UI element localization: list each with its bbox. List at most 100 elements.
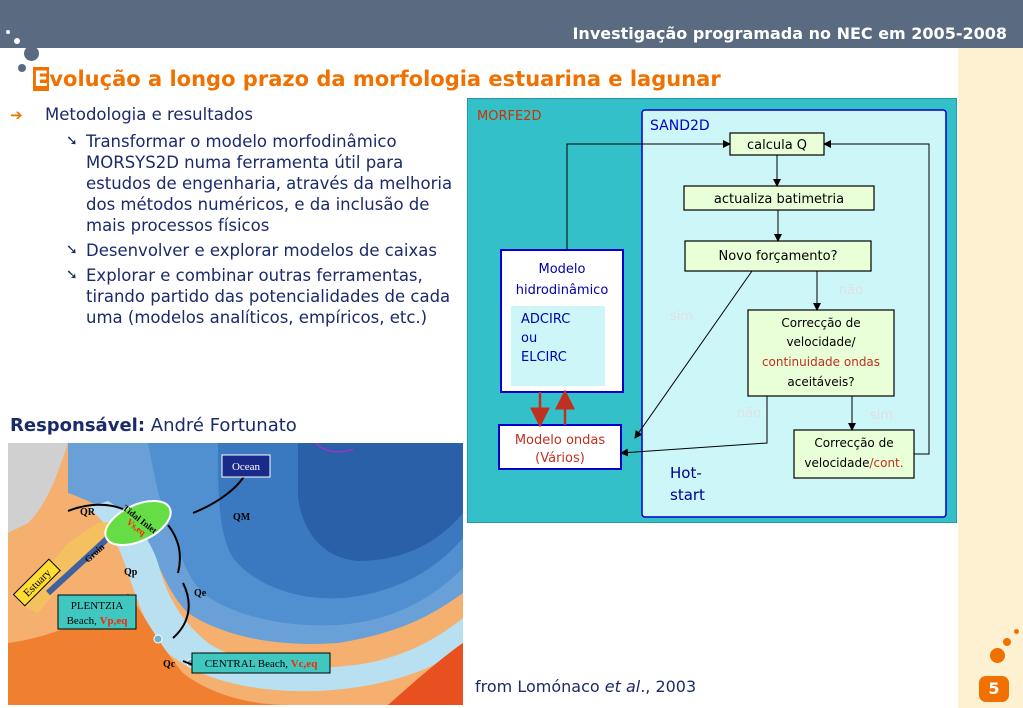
decor-dot (990, 648, 1005, 663)
sub-bullet: ➘ Explorar e combinar outras ferramentas… (10, 265, 470, 328)
correccao1-l4: aceitáveis? (787, 375, 854, 389)
sub-arrow-icon: ➘ (66, 242, 78, 258)
decor-dot (14, 38, 20, 44)
map-sea-deepest (298, 443, 463, 561)
title-first-letter: E (33, 67, 50, 91)
modelo-hidro-l2: hidrodinâmico (516, 283, 609, 298)
correccao2-l2a: velocidade (804, 456, 869, 470)
beach-marker (153, 634, 163, 644)
qc-label: Qc (163, 659, 176, 670)
correccao1-l3: continuidade ondas (762, 355, 880, 369)
adcirc-label: ADCIRC (521, 312, 570, 327)
sim2-label: sim (870, 408, 893, 423)
qe-label: Qe (194, 588, 207, 599)
plentzia-beach-text: Beach, (67, 615, 100, 627)
groin-line (45, 535, 111, 596)
estuary-map-image: Ocean QR QM Qp Qe Qc Estuary Groin Tidal… (8, 443, 463, 705)
sub-bullet-text: Desenvolver e explorar modelos de caixas (86, 241, 437, 260)
sand2d-label: SAND2D (650, 118, 710, 134)
nao2-label: não (737, 406, 761, 421)
sim1-label: sim (670, 309, 693, 324)
correccao1-box (747, 309, 895, 397)
modelo-ondas-l2: (Vários) (535, 451, 585, 466)
decor-dot (6, 30, 10, 34)
decor-dot (1003, 638, 1011, 646)
arrow-bullet-icon: ➔ (10, 106, 23, 124)
morfe2d-label: MORFE2D (477, 109, 541, 124)
map-shallow-band (88, 501, 463, 692)
correccao1-l2: velocidade/ (786, 335, 856, 349)
decor-dot (18, 64, 26, 72)
ocean-label: Ocean (232, 461, 261, 473)
plentzia-label: PLENTZIA (71, 600, 124, 612)
novo-label: Novo forçamento? (718, 249, 837, 264)
sub-arrow-icon: ➘ (66, 133, 78, 149)
connector-arrow (634, 270, 753, 439)
elcirc-label: ELCIRC (521, 350, 567, 365)
actualiza-box (683, 185, 875, 211)
responsible-label: Responsável: (10, 415, 146, 436)
nao1-label: não (839, 283, 863, 298)
responsible-line: Responsável: André Fortunato (10, 415, 297, 436)
map-land-south (8, 593, 288, 705)
correccao1-l1: Correcção de (781, 316, 860, 330)
sub-bullet: ➘ Desenvolver e explorar modelos de caix… (10, 240, 470, 261)
estuary-label-box (12, 558, 61, 607)
qp-label: Qp (124, 567, 138, 578)
qr-label: QR (80, 507, 96, 518)
correccao2-l2b: /cont. (869, 456, 903, 470)
estuary-channel (18, 521, 118, 613)
qr-arrow (67, 503, 124, 512)
actualiza-label: actualiza batimetria (714, 192, 844, 207)
plentzia-beach-label: Beach, Vp,eq (67, 615, 129, 627)
sub-bullet-text: Explorar e combinar outras ferramentas, … (86, 266, 451, 327)
ocean-label-box (221, 454, 271, 478)
slide-title: Evolução a longo prazo da morfologia est… (33, 67, 721, 91)
modelo-ondas-box (498, 424, 622, 470)
purple-contour (315, 443, 354, 453)
correccao2-l2: velocidade/cont. (804, 456, 903, 470)
header-title: Investigação programada no NEC em 2005-2… (572, 24, 1007, 43)
novo-box (684, 240, 872, 272)
bullet-list: ➔ Metodologia e resultados ➘ Transformar… (10, 104, 470, 332)
tidal-inlet-ellipse (104, 499, 172, 547)
plentzia-veq: Vp,eq (100, 615, 129, 627)
modelo-ondas-l1: Modelo ondas (515, 433, 606, 448)
right-decor-strip (958, 48, 1023, 708)
decor-dot (1014, 629, 1019, 634)
sub-bullet-text: Transformar o modelo morfodinâmico MORSY… (86, 132, 453, 235)
central-label: CENTRAL Beach, Vc,eq (205, 658, 319, 670)
header-bar: Investigação programada no NEC em 2005-2… (0, 0, 1023, 48)
citation-pre: from Lomónaco (475, 677, 605, 696)
plentzia-box (57, 594, 137, 630)
citation-post: ., 2003 (640, 677, 697, 696)
citation-italic: et al (604, 677, 641, 696)
sub-bullet: ➘ Transformar o modelo morfodinâmico MOR… (10, 131, 470, 236)
decor-dot (24, 46, 39, 61)
connector-arrow (566, 140, 731, 250)
hot-label: Hot- (670, 464, 702, 482)
connector-arrow (620, 396, 768, 457)
start-label: start (670, 486, 705, 504)
qm-label: QM (233, 512, 251, 523)
ou-label: ou (521, 331, 537, 346)
modelo-hidro-l1: Modelo (539, 262, 586, 277)
citation: from Lomónaco et al., 2003 (475, 677, 696, 696)
flow-diagram: MORFE2D SAND2D calcula Q actualiza batim… (467, 98, 957, 523)
qp-arrow (167, 524, 181, 574)
page-number: 5 (979, 676, 1009, 702)
adcirc-area (511, 306, 605, 386)
map-land-nw (8, 443, 68, 533)
bullet-main: ➔ Metodologia e resultados (10, 104, 470, 125)
qe-arrow (172, 582, 190, 639)
responsible-name: André Fortunato (150, 415, 297, 436)
correccao2-l1: Correcção de (814, 436, 893, 450)
correccao2-box (793, 429, 915, 479)
title-text: volução a longo prazo da morfologia estu… (49, 67, 721, 91)
sub-arrow-icon: ➘ (66, 267, 78, 283)
qc-arrow (182, 660, 194, 666)
bullet-main-text: Metodologia e resultados (45, 105, 253, 124)
central-box (191, 652, 331, 674)
central-text: CENTRAL Beach, (205, 658, 291, 670)
map-land-east (388, 643, 463, 705)
